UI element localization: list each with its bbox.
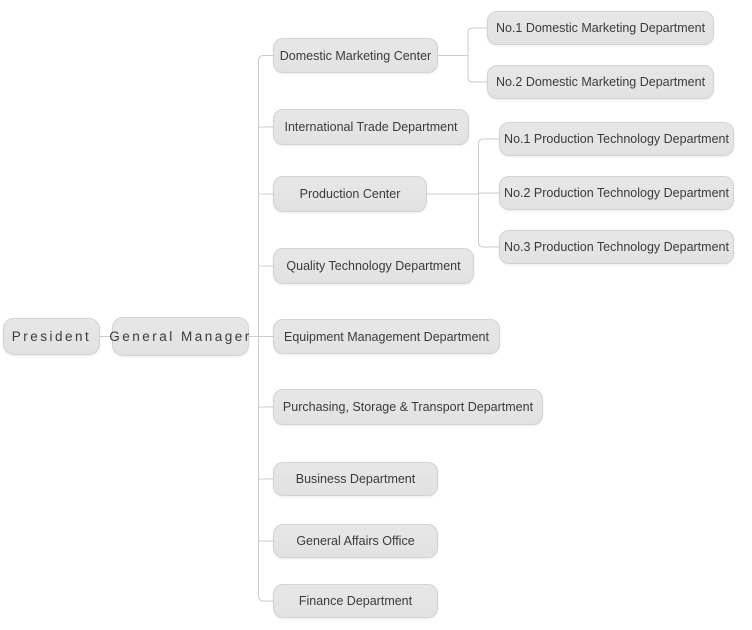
org-node-production-center: Production Center [273, 176, 427, 212]
org-node-no3-production-technology: No.3 Production Technology Department [499, 230, 734, 264]
org-node-quality-technology: Quality Technology Department [273, 248, 474, 284]
org-node-no1-domestic-marketing: No.1 Domestic Marketing Department [487, 11, 714, 45]
org-node-president: President [3, 318, 100, 355]
org-node-equipment-management: Equipment Management Department [273, 319, 500, 354]
org-node-no2-production-technology: No.2 Production Technology Department [499, 176, 734, 210]
org-node-no2-domestic-marketing: No.2 Domestic Marketing Department [487, 65, 714, 99]
org-node-no1-production-technology: No.1 Production Technology Department [499, 122, 734, 156]
org-node-domestic-marketing-center: Domestic Marketing Center [273, 38, 438, 73]
org-node-general-manager: General Manager [109, 317, 249, 356]
org-node-business: Business Department [273, 462, 438, 496]
org-node-finance: Finance Department [273, 584, 438, 618]
org-node-international-trade: International Trade Department [273, 109, 469, 145]
org-node-purchasing-storage-transport: Purchasing, Storage & Transport Departme… [273, 389, 543, 425]
org-node-general-affairs: General Affairs Office [273, 524, 438, 558]
